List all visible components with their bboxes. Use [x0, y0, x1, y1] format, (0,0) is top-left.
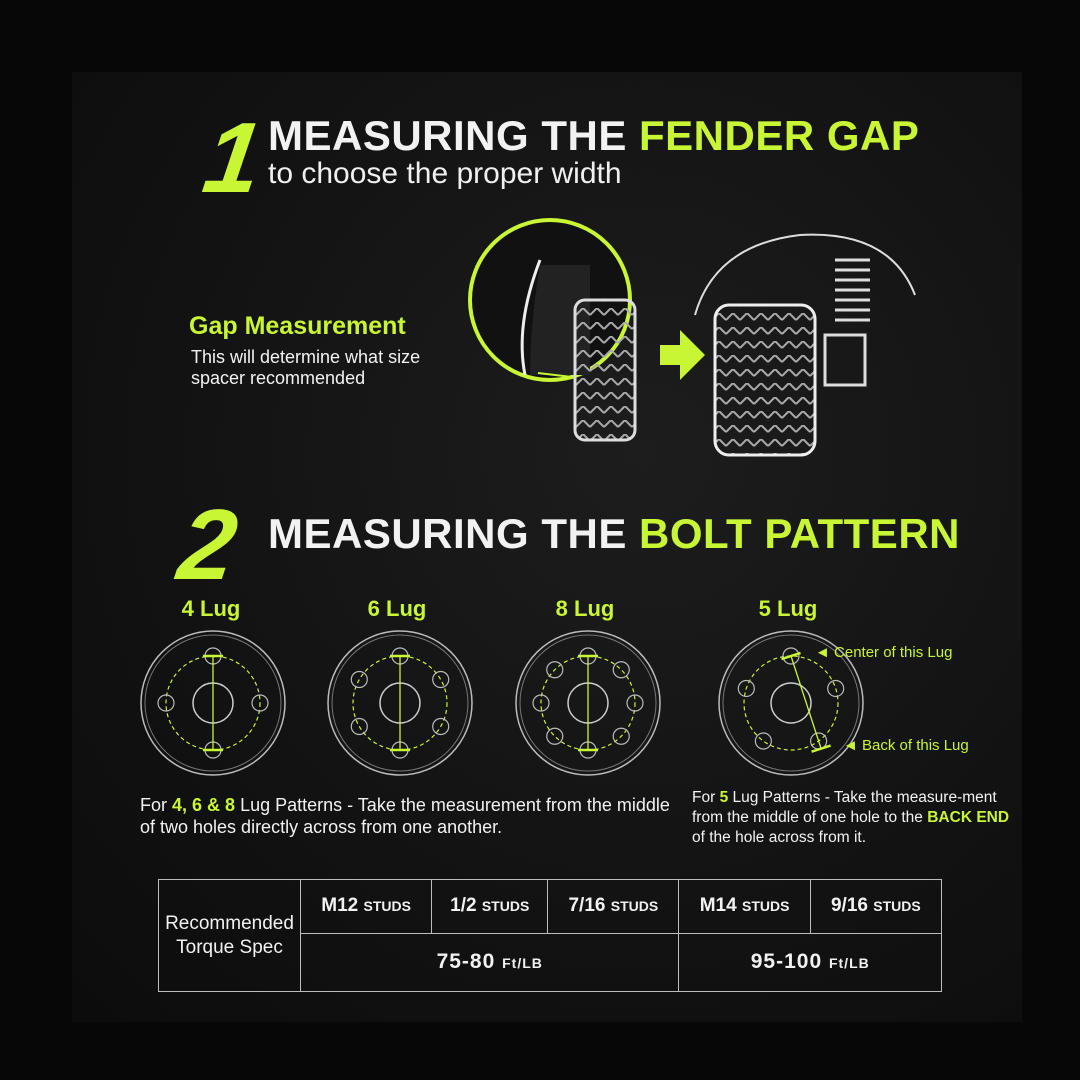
lug-hole: [546, 727, 564, 745]
title-white: MEASURING THE: [268, 112, 640, 159]
text: of the hole across from it.: [692, 829, 867, 846]
torque-spec-75-80: 75-80 Ft/LB: [299, 932, 680, 993]
wheel-rim-outer: [515, 630, 661, 776]
lug-hole: [546, 661, 564, 679]
spec-value: 75-80: [436, 950, 496, 974]
torque-spec-table: Recommended Torque Spec M12 STUDS 1/2 ST…: [158, 879, 943, 993]
stud-unit: STUDS: [481, 898, 530, 915]
wheel-5-lug: [718, 630, 864, 776]
lug-hole: [532, 694, 550, 712]
lug-hole: [612, 661, 630, 679]
text-accent: 5: [719, 789, 729, 806]
lug-label-6: 6 Lug: [367, 596, 427, 621]
lug-hole: [782, 647, 800, 665]
text-accent: BACK END: [927, 809, 1010, 826]
wheel-rim-outer: [718, 630, 864, 776]
wheel-rim-outer: [140, 630, 286, 776]
stud-size: 7/16: [568, 895, 606, 917]
section2-title: MEASURING THE BOLT PATTERN: [268, 510, 960, 558]
text: For: [140, 795, 173, 815]
wheel-rim-inner: [722, 634, 860, 772]
title-white: MEASURING THE: [268, 510, 640, 557]
lug-label-8: 8 Lug: [555, 596, 615, 621]
lug-hole: [737, 679, 755, 698]
lug-label-5: 5 Lug: [758, 596, 818, 621]
wheel-rim-inner: [144, 634, 282, 772]
title-accent: FENDER GAP: [639, 112, 920, 159]
stud-1-2: 1/2 STUDS: [431, 879, 549, 934]
bolt-circle: [743, 655, 839, 751]
lug-hole: [754, 732, 772, 750]
measurement-line: [790, 655, 822, 749]
lug-hole: [626, 694, 644, 712]
torque-spec-95-100: 95-100 Ft/LB: [678, 932, 942, 993]
lug-hole: [350, 670, 368, 689]
callout-center: ◄ Center of this Lug: [815, 644, 953, 661]
fender-gap-illustration: [468, 218, 916, 457]
wheel-6-lug: [327, 630, 473, 776]
section1-title: MEASURING THE FENDER GAP: [268, 112, 919, 160]
stud-unit: STUDS: [873, 898, 921, 915]
note-five-lugs: For 5 Lug Patterns - Take the measure-me…: [692, 788, 1012, 848]
gap-measurement-title: Gap Measurement: [189, 312, 406, 340]
spec-value: 95-100: [750, 950, 823, 974]
lug-hole: [827, 679, 845, 698]
text: For: [692, 789, 720, 806]
stud-9-16: 9/16 STUDS: [809, 879, 943, 934]
lug-hole: [432, 717, 450, 736]
lug-hole: [350, 717, 368, 736]
wheel-rim-inner: [519, 634, 657, 772]
measurement-endcap: [781, 651, 801, 661]
lug-label-4: 4 Lug: [181, 596, 241, 621]
lug-hole: [432, 670, 450, 689]
stud-m14: M14 STUDS: [678, 879, 811, 934]
lug-hole: [612, 727, 630, 745]
section1-subtitle: to choose the proper width: [268, 157, 622, 190]
gap-measurement-desc: This will determine what size spacer rec…: [191, 347, 421, 388]
title-accent: BOLT PATTERN: [639, 510, 960, 557]
note-even-lugs: For 4, 6 & 8 Lug Patterns - Take the mea…: [140, 794, 680, 838]
spec-unit: Ft/LB: [828, 955, 870, 972]
text: Lug Patterns - Take the measure-ment fro…: [692, 789, 997, 826]
wheel-rim-outer: [327, 630, 473, 776]
center-bore: [770, 682, 812, 724]
measurement-endcap: [811, 744, 831, 753]
lug-hole: [157, 694, 175, 712]
stud-size: M12: [321, 895, 359, 917]
wheel-8-lug: [515, 630, 661, 776]
wheel-rim-inner: [331, 634, 469, 772]
stud-unit: STUDS: [363, 898, 411, 915]
stud-size: 1/2: [450, 895, 477, 917]
stud-unit: STUDS: [741, 898, 790, 915]
text: Lug Patterns - Take the measurement from…: [140, 795, 670, 837]
wheel-4-lug: [140, 630, 286, 776]
stud-7-16: 7/16 STUDS: [547, 879, 680, 934]
text-accent: 4, 6 & 8: [172, 795, 236, 815]
stud-size: 9/16: [830, 895, 868, 917]
callout-back: ◄ Back of this Lug: [843, 737, 969, 754]
stud-m12: M12 STUDS: [299, 879, 433, 934]
spec-unit: Ft/LB: [502, 955, 543, 972]
torque-row-label: Recommended Torque Spec: [158, 879, 301, 992]
lug-hole: [251, 694, 269, 712]
stud-unit: STUDS: [610, 898, 659, 915]
stud-size: M14: [699, 895, 737, 917]
